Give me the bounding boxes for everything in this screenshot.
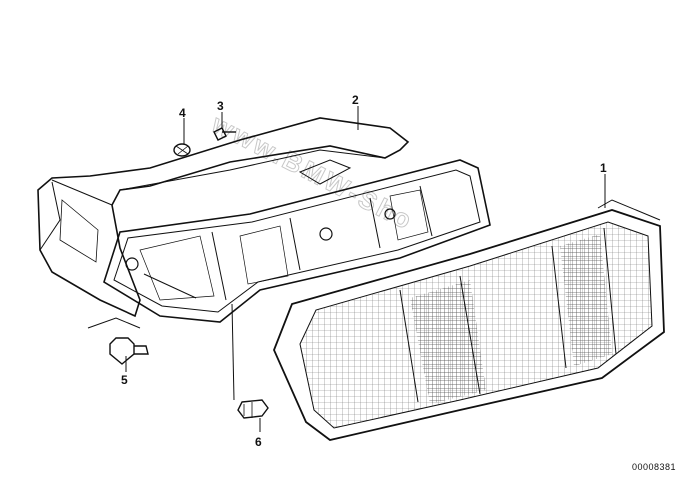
callout-5: 5 (121, 373, 128, 387)
lamp-lens (273, 199, 665, 441)
lamp-housing (37, 117, 410, 318)
lamp-frame-gasket (103, 159, 491, 323)
bulb-part-5 (109, 337, 149, 365)
screw-part-3 (213, 127, 236, 141)
callout-3: 3 (217, 99, 224, 113)
drawing-number: 00008381 (631, 462, 676, 472)
bulb-part-6 (237, 399, 269, 419)
callout-2: 2 (352, 93, 359, 107)
nut-part-4 (173, 143, 191, 157)
callout-6: 6 (255, 435, 262, 449)
leader-lines (87, 106, 606, 432)
callout-4: 4 (179, 106, 186, 120)
callout-1: 1 (600, 161, 607, 175)
